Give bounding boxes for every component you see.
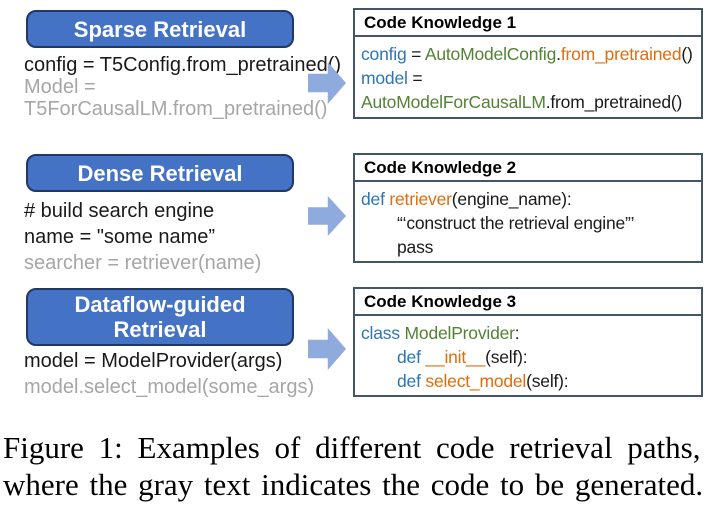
figure-caption-line-2: where the gray text indicates the code t… (3, 467, 704, 502)
sparse-query-code: config = T5Config.from_pretrained() Mode… (24, 54, 341, 120)
code-line: model = (361, 68, 423, 88)
code-line: def retriever(engine_name): (361, 189, 572, 209)
row-dense-retrieval: Dense Retrieval # build search engine na… (0, 152, 724, 274)
dense-retrieval-label: Dense Retrieval (77, 160, 243, 186)
code-line: “‘construct the retrieval engine”’ (397, 213, 635, 233)
row-sparse-retrieval: Sparse Retrieval config = T5Config.from_… (0, 8, 724, 122)
figure-caption: Figure 1: Examples of different code ret… (3, 429, 723, 503)
code-knowledge-3-body: class ModelProvider: def __init__(self):… (355, 316, 701, 393)
code-line: searcher = retriever(name) (24, 252, 262, 274)
dataflow-query-code: model = ModelProvider(args) model.select… (24, 348, 314, 400)
code-knowledge-2-box: Code Knowledge 2 def retriever(engine_na… (353, 153, 703, 263)
code-line: model.select_model(some_args) (24, 376, 315, 398)
code-line: T5ForCausalLM.from_pretrained() (24, 98, 328, 120)
code-knowledge-1-body: config = AutoModelConfig.from_pretrained… (355, 37, 701, 114)
right-arrow-icon (308, 196, 346, 236)
code-line: name = "some name” (24, 226, 216, 248)
dataflow-retrieval-box: Dataflow-guided Retrieval (26, 288, 294, 346)
code-line: def __init__(self): (397, 347, 528, 367)
code-knowledge-3-box: Code Knowledge 3 class ModelProvider: de… (353, 287, 703, 397)
code-line: config = T5Config.from_pretrained() (24, 54, 342, 76)
code-line: pass (397, 237, 434, 257)
figure-caption-line-1: Figure 1: Examples of different code ret… (3, 430, 701, 465)
dataflow-retrieval-label: Dataflow-guided Retrieval (74, 292, 246, 342)
code-line: model = ModelProvider(args) (24, 350, 283, 372)
code-line: def select_model(self): (397, 371, 569, 391)
dense-query-code: # build search engine name = "some name”… (24, 198, 261, 276)
code-line: config = AutoModelConfig.from_pretrained… (361, 44, 693, 64)
code-knowledge-2-body: def retriever(engine_name): “‘construct … (355, 182, 701, 259)
dense-retrieval-box: Dense Retrieval (26, 154, 294, 192)
code-line: class ModelProvider: (361, 323, 520, 343)
code-knowledge-2-title: Code Knowledge 2 (355, 155, 701, 182)
sparse-retrieval-label: Sparse Retrieval (73, 16, 247, 42)
row-dataflow-retrieval: Dataflow-guided Retrieval model = ModelP… (0, 286, 724, 404)
code-line: AutoModelForCausalLM.from_pretrained() (361, 92, 683, 112)
code-knowledge-1-box: Code Knowledge 1 config = AutoModelConfi… (353, 8, 703, 119)
code-knowledge-3-title: Code Knowledge 3 (355, 289, 701, 316)
code-knowledge-1-title: Code Knowledge 1 (355, 10, 701, 37)
code-line: # build search engine (24, 200, 215, 222)
sparse-retrieval-box: Sparse Retrieval (26, 10, 294, 48)
code-line: Model = (24, 76, 96, 98)
